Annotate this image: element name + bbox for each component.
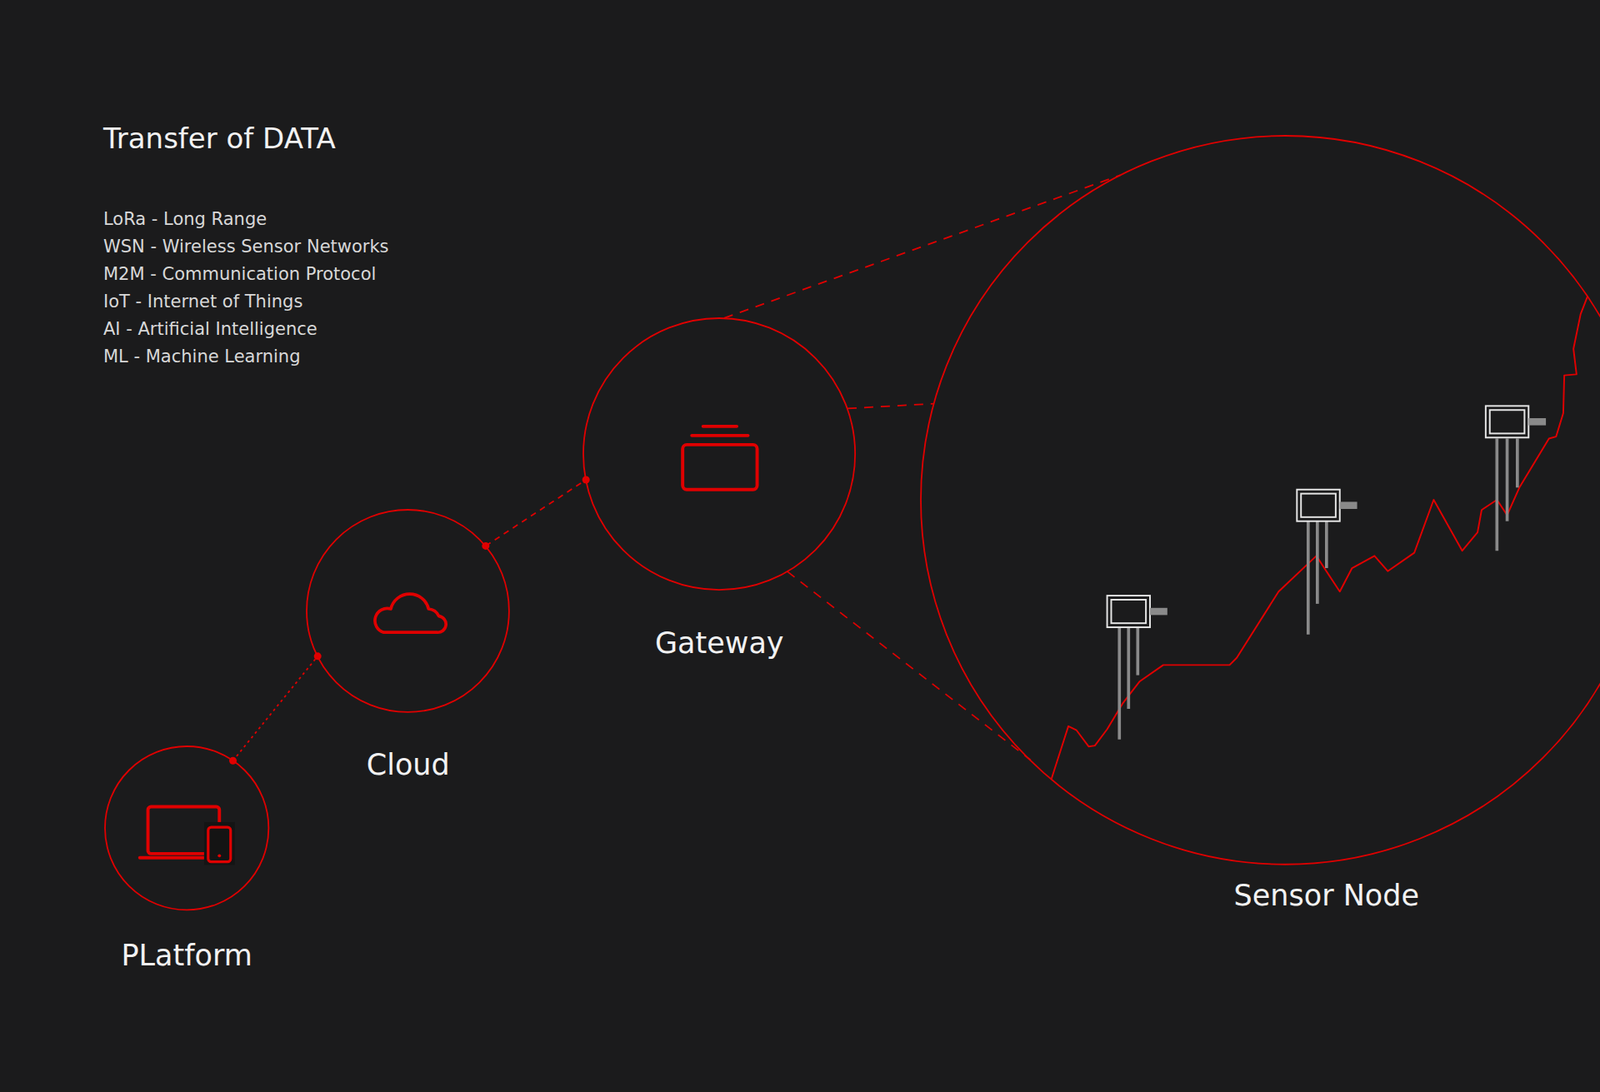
abbreviation-line: AI - Artificial Intelligence (103, 315, 390, 344)
dashed-connector (724, 175, 1120, 319)
circle-outline (305, 509, 510, 714)
connector-line (233, 656, 319, 761)
abbreviation-line: ML - Machine Learning (103, 343, 390, 371)
terrain-line (1050, 275, 1600, 781)
connector-line (724, 175, 1120, 319)
dashed-connector (481, 476, 590, 550)
connector-line (787, 571, 1031, 760)
dashed-connector (229, 652, 322, 765)
sensor-device (1485, 405, 1546, 551)
connector-line (847, 404, 935, 410)
gateway-circle: Gateway (582, 317, 856, 591)
platform-circle: PLatform (104, 745, 270, 911)
node-label: Gateway (655, 629, 785, 659)
dashed-connector (787, 571, 1031, 760)
sensor-device (1107, 595, 1168, 740)
abbreviation-line: IoT - Internet of Things (103, 288, 390, 316)
dashed-connector (847, 404, 935, 410)
gateway-icon (682, 426, 757, 490)
node-label: Sensor Node (1234, 881, 1420, 911)
abbreviation-line: LoRa - Long Range (103, 205, 390, 234)
circle-outline (920, 135, 1600, 866)
node-label: PLatform (120, 941, 252, 971)
circle-outline (104, 745, 270, 911)
device-icon (140, 807, 235, 866)
circle-outline (582, 317, 856, 591)
abbreviation-line: WSN - Wireless Sensor Networks (103, 233, 390, 261)
abbreviation-list: LoRa - Long RangeWSN - Wireless Sensor N… (103, 205, 390, 371)
sensor-device (1296, 490, 1357, 635)
connector-line (485, 480, 586, 546)
abbreviation-line: M2M - Communication Protocol (103, 260, 390, 289)
sensor-node-circle: Sensor Node (920, 135, 1600, 866)
cloud-circle: Cloud (305, 509, 510, 714)
diagram-title: Transfer of DATA (103, 123, 336, 155)
node-label: Cloud (366, 750, 450, 780)
cloud-icon (375, 594, 446, 633)
